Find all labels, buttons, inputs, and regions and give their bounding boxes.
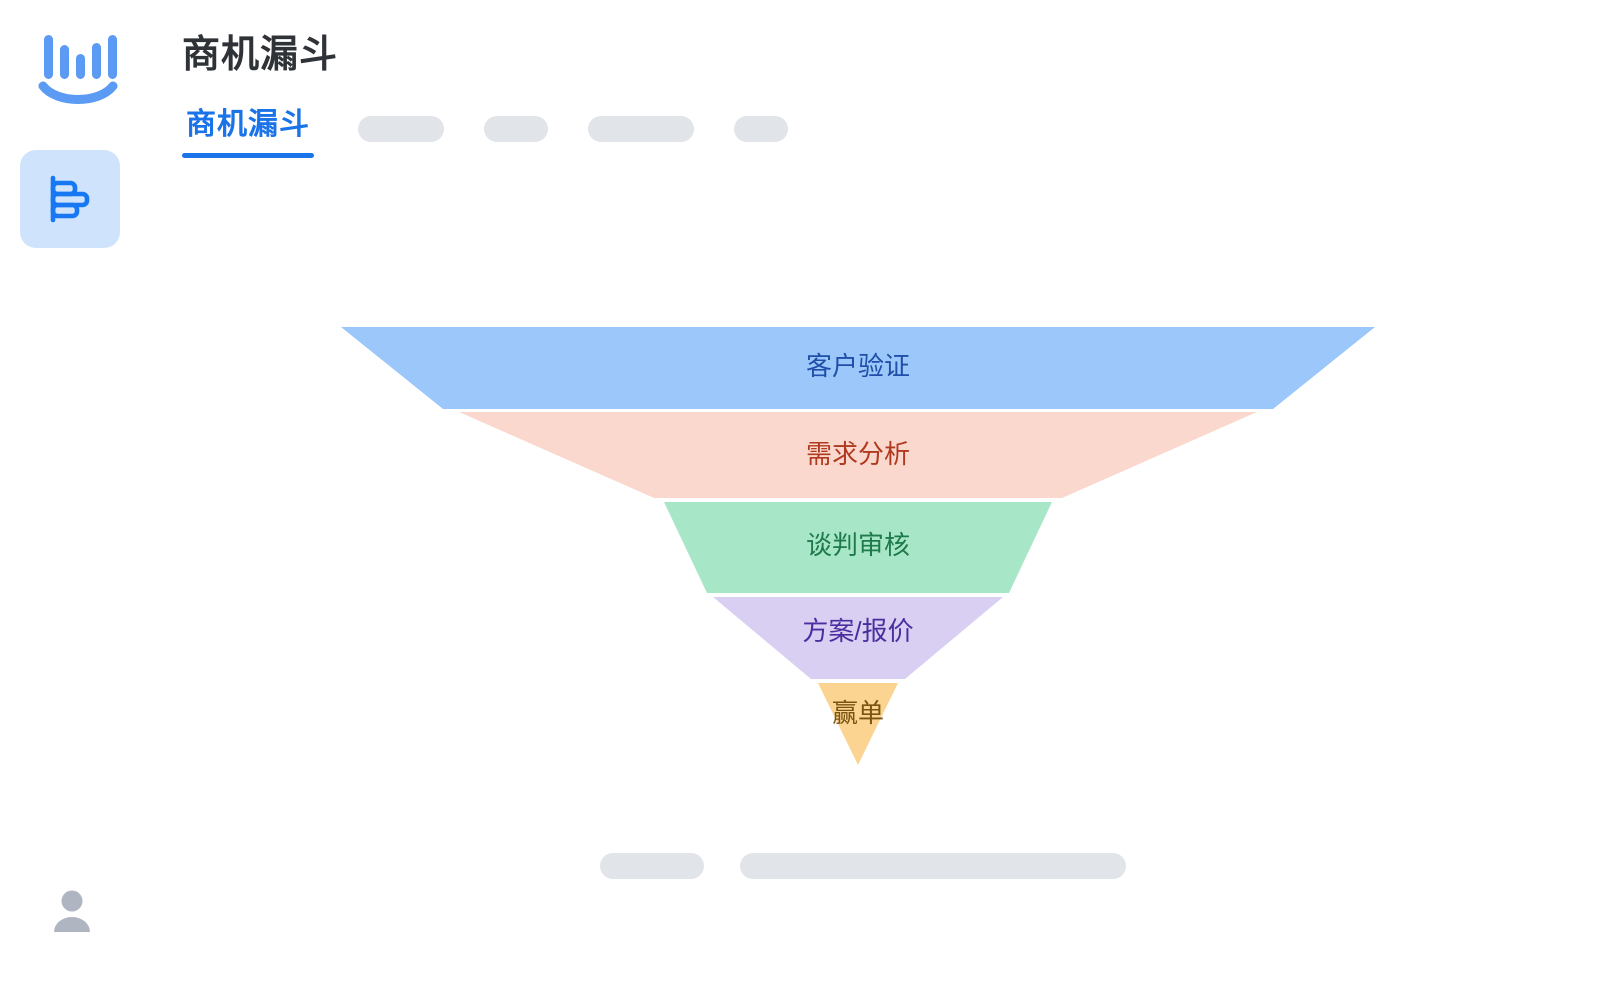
funnel-segment-label: 赢单 <box>832 698 884 728</box>
funnel-segment[interactable] <box>818 683 898 765</box>
page-title: 商机漏斗 <box>182 34 339 76</box>
funnel-segment[interactable] <box>341 327 1375 409</box>
footer-skeleton-2 <box>740 853 1126 879</box>
user-avatar-icon[interactable] <box>44 882 100 938</box>
tab-skeleton-1 <box>358 116 444 142</box>
funnel-segment-label: 方案/报价 <box>802 616 913 646</box>
funnel-segment[interactable] <box>664 502 1052 593</box>
funnel-segment[interactable] <box>713 597 1003 679</box>
tab-skeleton-3 <box>588 116 694 142</box>
funnel-bars-icon <box>42 171 98 227</box>
funnel-segment-label: 客户验证 <box>806 351 910 381</box>
funnel-segments <box>341 327 1375 765</box>
tab-skeleton-2 <box>484 116 548 142</box>
sidebar <box>0 0 140 1000</box>
tab-bar: 商机漏斗 <box>182 108 788 178</box>
footer-skeleton-1 <box>600 853 704 879</box>
footer-skeleton <box>600 853 1126 879</box>
funnel-segment-label: 需求分析 <box>806 439 910 469</box>
tab-shangji-loudou[interactable]: 商机漏斗 <box>182 108 314 158</box>
header: 商机漏斗 商机漏斗 <box>140 0 1600 190</box>
sidebar-nav <box>0 150 140 258</box>
brand-logo-icon <box>35 24 121 110</box>
sidebar-item-funnel[interactable] <box>20 150 120 248</box>
tab-skeleton-4 <box>734 116 788 142</box>
funnel-segment[interactable] <box>459 412 1257 498</box>
funnel-segment-label: 谈判审核 <box>806 530 910 560</box>
